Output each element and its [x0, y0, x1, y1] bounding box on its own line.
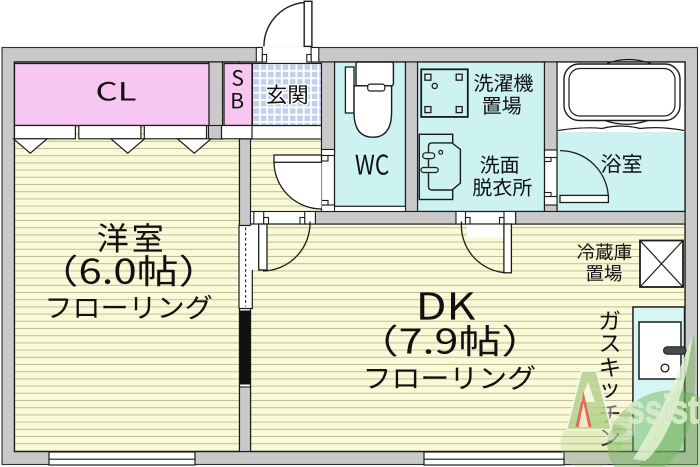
svg-text:ssist: ssist — [628, 388, 699, 432]
